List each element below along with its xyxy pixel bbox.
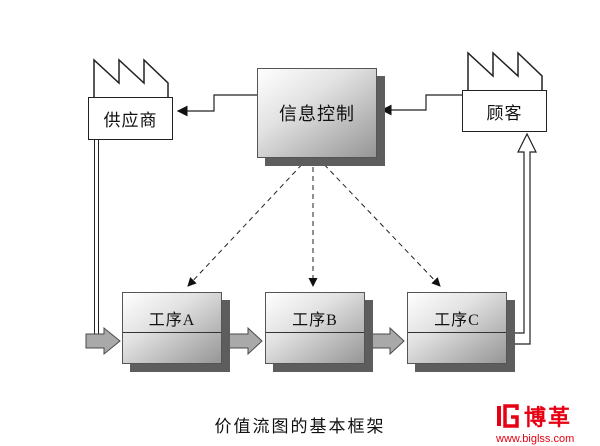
process-b-box: 工序B [265, 292, 365, 364]
process-c-label: 工序C [434, 312, 480, 329]
process-c-box: 工序C [407, 292, 507, 364]
dashed-arrow-to-process-a [187, 157, 309, 287]
customer-label: 顾客 [486, 103, 523, 123]
process-b-label: 工序B [292, 312, 338, 329]
block-arrow-a-to-b [225, 326, 263, 356]
dashed-arrow-to-process-c [317, 157, 441, 287]
biglss-logo-icon [497, 404, 519, 428]
block-arrow-b-to-c [368, 326, 405, 356]
shipment-arrow-to-customer [506, 132, 537, 345]
process-a-divider-line [123, 331, 221, 333]
process-a-label: 工序A [148, 312, 196, 329]
customer-box: 顾客 [462, 90, 547, 132]
biglss-website-text: www.biglss.com [496, 433, 575, 445]
info-control-box: 信息控制 [257, 68, 377, 158]
process-b-divider-line [266, 331, 364, 333]
info-control-label: 信息控制 [279, 104, 355, 124]
info-to-supplier-arrow [176, 94, 257, 117]
customer-factory-icon [467, 51, 543, 90]
process-a-box: 工序A [122, 292, 222, 364]
biglss-watermark: 博革 www.biglss.com [494, 400, 596, 445]
supplier-label: 供应商 [103, 111, 158, 130]
process-c-divider-line [408, 331, 506, 333]
supplier-box: 供应商 [88, 97, 173, 140]
supplier-factory-icon [93, 58, 169, 97]
biglss-logo-text: 博革 [524, 405, 573, 430]
customer-to-info-arrow [380, 94, 462, 116]
block-arrow-into-process-a [85, 326, 121, 356]
diagram-caption: 价值流图的基本框架 [214, 417, 386, 436]
